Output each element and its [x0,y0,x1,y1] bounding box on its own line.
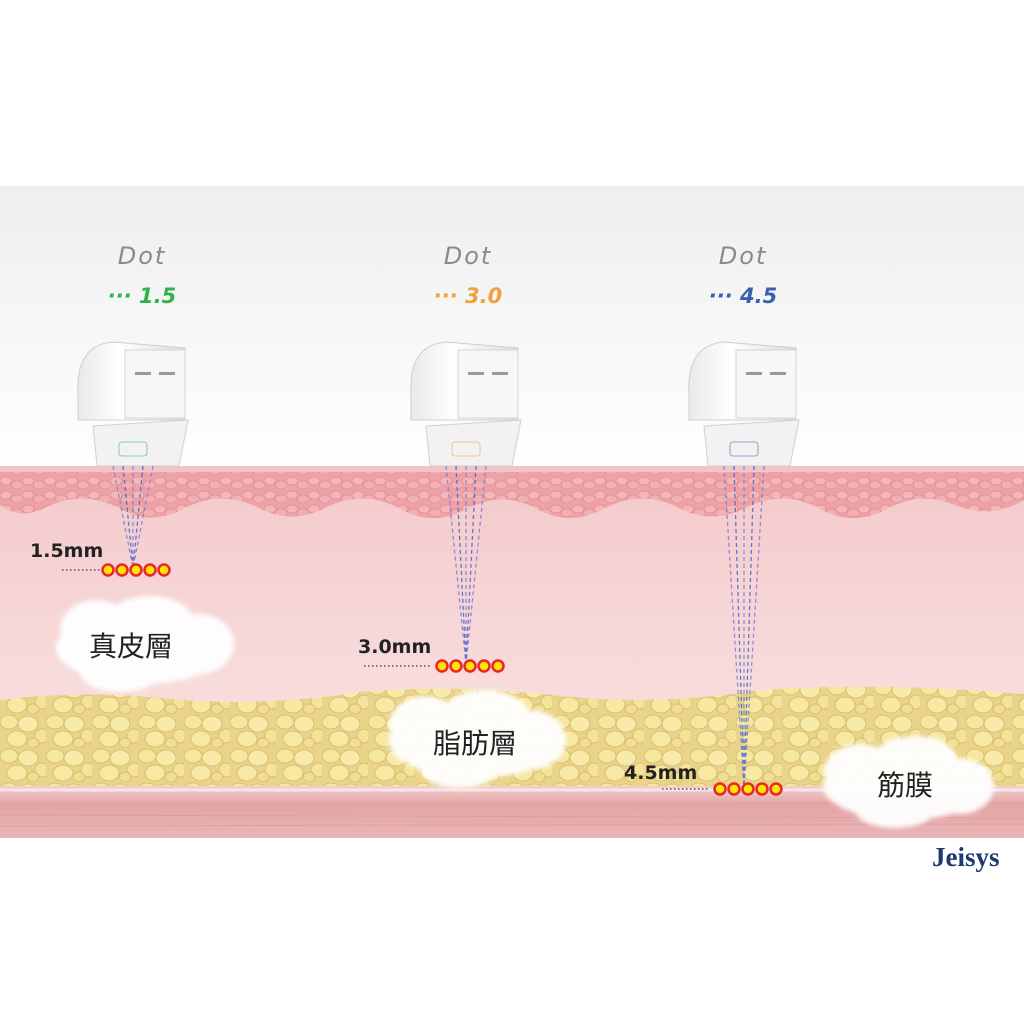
probe-3-beam-5 [743,465,765,789]
probe-1-slot-left [135,372,151,375]
probe-1-value: ··· 1.5 [108,284,176,308]
probe-3-dots-icon: ··· [708,284,733,308]
probe-1-beam-5 [132,465,154,569]
probe-2-title: Dot [443,242,493,270]
probe-1-dots-icon: ··· [107,284,132,308]
probe-3-value-text: 4.5 [740,284,778,308]
focal-point-1-3 [129,563,143,577]
probe-2-window [451,441,481,457]
probe-1-cartridge [92,419,189,467]
focal-point-2-3 [463,659,477,673]
probe-1-panel [124,349,186,419]
focal-point-3-2 [727,782,741,796]
probe-1-title: Dot [117,242,167,270]
probe-3-cartridge [703,419,800,467]
probe-3-beam-4 [743,465,755,789]
probe-1-window [118,441,148,457]
depth-label-1: 1.5mm [30,540,104,562]
fat-label: 脂肪層 [432,727,518,760]
depth-label-3: 4.5mm [624,762,698,784]
fascia-cloud [823,736,994,828]
probe-2-dots-icon: ··· [433,284,458,308]
probe-3-window [729,441,759,457]
probe-3-slot-right [770,372,786,375]
focal-point-3-3 [741,782,755,796]
probe-3-slot-left [746,372,762,375]
probe-2-beam-5 [465,465,487,665]
probe-3-beam-1 [723,465,745,789]
probe-3-title: Dot [718,242,768,270]
probe-2-panel [457,349,519,419]
probe-3-beam-2 [733,465,745,789]
probe-1-beam-4 [132,465,144,569]
depth-label-2: 3.0mm [358,636,432,658]
focal-point-3-1 [713,782,727,796]
probe-2-beam-4 [465,465,477,665]
dermis-label: 真皮層 [88,630,174,663]
probe-1-slot-right [159,372,175,375]
brand-logo: Jeisys [932,842,1000,872]
focal-point-1-1 [101,563,115,577]
fascia-label: 筋膜 [876,769,934,802]
probe-2-cartridge [425,419,522,467]
probe-3-value: ··· 4.5 [709,284,777,308]
focal-point-2-2 [449,659,463,673]
probe-1-beam-2 [122,465,134,569]
focal-point-2-1 [435,659,449,673]
probe-1-beam-1 [112,465,134,569]
probe-2-slot-right [492,372,508,375]
focal-point-3-4 [755,782,769,796]
focal-point-1-4 [143,563,157,577]
focal-point-2-5 [491,659,505,673]
fat-cloud [389,690,566,788]
probe-2-value: ··· 3.0 [434,284,502,308]
epidermis-layer [0,470,1024,519]
probe-2-beam-1 [445,465,467,665]
focal-point-2-4 [477,659,491,673]
probe-2-beam-2 [455,465,467,665]
focal-point-3-5 [769,782,783,796]
probe-2-slot-left [468,372,484,375]
probe-1-value-text: 1.5 [139,284,177,308]
dermis-cloud [56,596,234,692]
focal-point-1-2 [115,563,129,577]
probe-2-value-text: 3.0 [465,284,503,308]
focal-point-1-5 [157,563,171,577]
probe-3-panel [735,349,797,419]
